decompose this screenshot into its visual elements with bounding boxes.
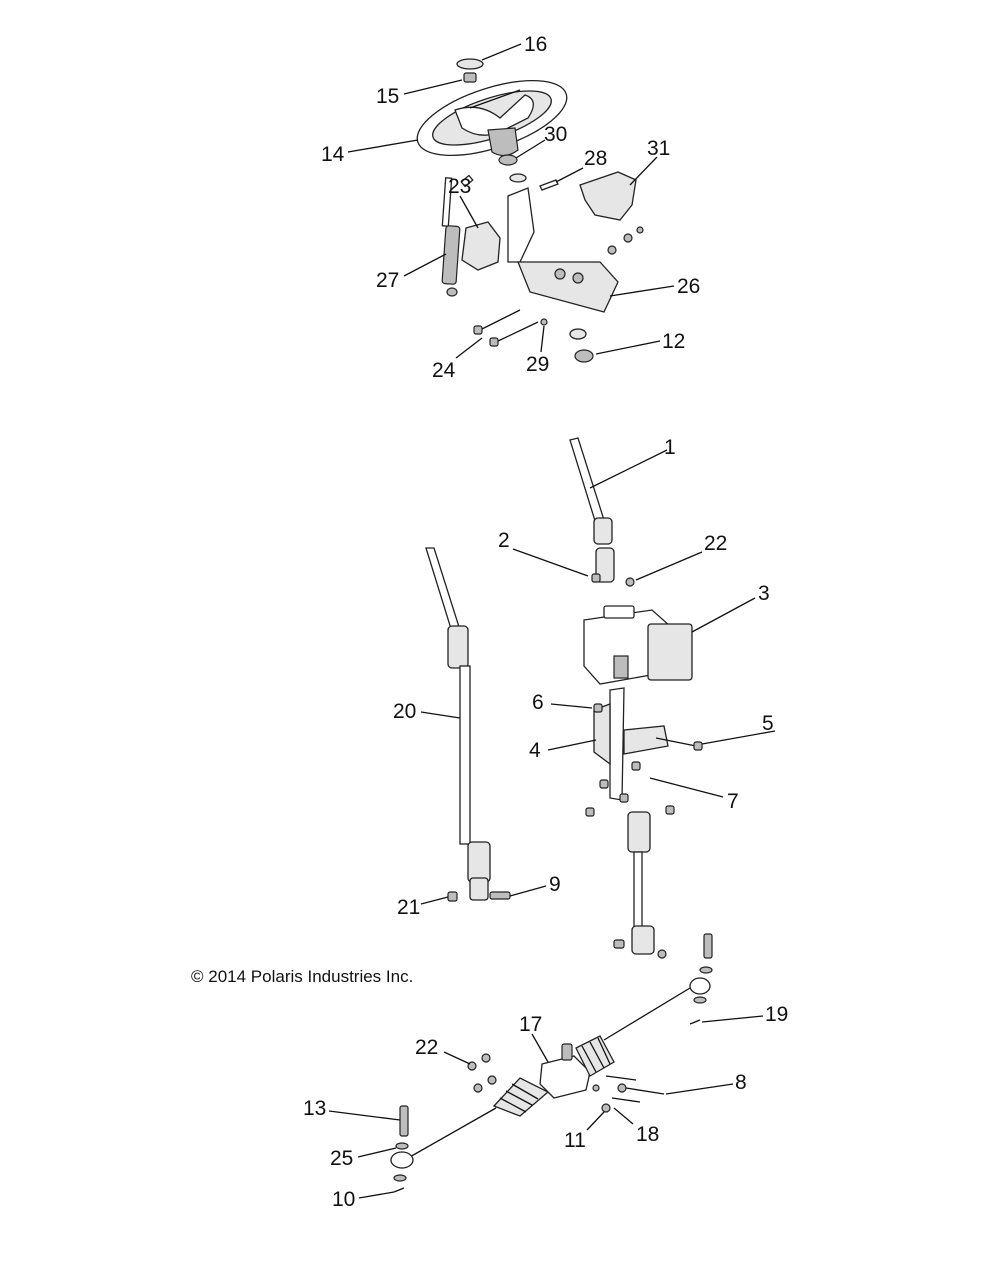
part-22-nut-d bbox=[473, 1083, 483, 1093]
callout-20: 20 bbox=[393, 700, 417, 723]
part-nut-b bbox=[623, 233, 633, 243]
leaders-lower bbox=[328, 1015, 764, 1199]
part-7-bolt-c bbox=[619, 793, 629, 803]
callout-5: 5 bbox=[762, 712, 774, 735]
part-rack-boot-right bbox=[575, 1035, 615, 1077]
part-22-nut bbox=[625, 577, 635, 587]
part-16-cap bbox=[456, 58, 484, 70]
part-31-cover bbox=[579, 171, 637, 221]
part-3-eps-unit bbox=[583, 605, 693, 685]
part-17-rack-housing bbox=[539, 1043, 591, 1099]
part-tie-rod-end-right bbox=[689, 977, 711, 995]
part-bolt-right bbox=[703, 933, 713, 959]
part-22-nut-a bbox=[481, 1053, 491, 1063]
part-30-ring bbox=[509, 173, 527, 183]
part-7-bolt-e bbox=[665, 805, 675, 815]
leaders-upper bbox=[347, 43, 675, 359]
callout-27: 27 bbox=[376, 269, 400, 292]
callout-4: 4 bbox=[529, 739, 541, 762]
callout-19: 19 bbox=[765, 1003, 789, 1026]
part-12-bushing-b bbox=[574, 349, 594, 363]
part-15-nut bbox=[463, 72, 477, 83]
callout-18: 18 bbox=[636, 1123, 660, 1146]
part-nut-c bbox=[636, 226, 644, 234]
part-10-cotter-pin bbox=[393, 1187, 405, 1193]
callout-9: 9 bbox=[549, 873, 561, 896]
callout-1: 1 bbox=[664, 436, 676, 459]
callout-3: 3 bbox=[758, 582, 770, 605]
callout-22-upper: 22 bbox=[704, 532, 728, 555]
part-nut-left bbox=[393, 1174, 407, 1182]
part-28-screw bbox=[539, 179, 559, 191]
callout-31: 31 bbox=[647, 137, 671, 160]
part-11-nut bbox=[601, 1103, 611, 1113]
part-1-upper-shaft bbox=[569, 437, 615, 583]
callout-12: 12 bbox=[662, 330, 686, 353]
part-30-bushing bbox=[498, 154, 518, 166]
callout-23: 23 bbox=[448, 175, 472, 198]
part-12-bushing-a bbox=[569, 328, 587, 340]
part-2-bolt bbox=[591, 573, 601, 583]
callout-22-lower: 22 bbox=[415, 1036, 439, 1059]
callout-8: 8 bbox=[735, 1071, 747, 1094]
part-24-bolts bbox=[473, 309, 539, 347]
callout-26: 26 bbox=[677, 275, 701, 298]
callout-13: 13 bbox=[303, 1097, 327, 1120]
callout-17: 17 bbox=[519, 1013, 543, 1036]
callout-11: 11 bbox=[564, 1129, 586, 1152]
part-14-steering-wheel bbox=[416, 79, 568, 157]
callout-6: 6 bbox=[532, 691, 544, 714]
part-21-nut bbox=[447, 891, 458, 902]
part-22-nut-c bbox=[487, 1075, 497, 1085]
part-8-bolts bbox=[605, 1075, 665, 1103]
steering-rack-assembly bbox=[390, 933, 713, 1193]
callout-28: 28 bbox=[584, 147, 608, 170]
callout-30: 30 bbox=[544, 123, 568, 146]
part-20-long-shaft bbox=[425, 547, 491, 901]
callout-25: 25 bbox=[330, 1147, 354, 1170]
callout-24: 24 bbox=[432, 359, 456, 382]
part-26-column-support bbox=[507, 187, 619, 313]
callout-14: 14 bbox=[321, 143, 345, 166]
copyright-notice: © 2014 Polaris Industries Inc. bbox=[191, 967, 414, 986]
part-29-washer bbox=[540, 318, 548, 326]
part-7-bolt-b bbox=[599, 779, 609, 789]
part-13-bolt bbox=[399, 1105, 409, 1137]
part-tie-rod-end-left bbox=[390, 1151, 414, 1169]
callout-16: 16 bbox=[524, 33, 548, 56]
callout-29: 29 bbox=[526, 353, 550, 376]
part-6-bolt bbox=[593, 703, 603, 713]
part-25-washer bbox=[395, 1142, 409, 1150]
part-23-bracket-cover bbox=[461, 221, 501, 271]
part-washer-right-a bbox=[699, 966, 713, 974]
part-27-gas-strut bbox=[441, 174, 474, 297]
part-nut-a bbox=[607, 245, 617, 255]
callout-15: 15 bbox=[376, 85, 400, 108]
column-and-gearbox bbox=[425, 437, 703, 959]
part-washer-right-b bbox=[693, 996, 707, 1004]
callout-2: 2 bbox=[498, 529, 510, 552]
part-4-bracket bbox=[593, 687, 669, 801]
part-19-cotter-pin bbox=[689, 1019, 701, 1025]
part-lower-intermediate-shaft bbox=[613, 811, 667, 959]
steering-wheel-assembly bbox=[416, 58, 644, 363]
part-7-bolt-a bbox=[631, 761, 641, 771]
part-9-bolt bbox=[489, 891, 511, 900]
part-18-washer bbox=[592, 1084, 600, 1092]
callout-10: 10 bbox=[332, 1188, 356, 1211]
part-7-bolt-d bbox=[585, 807, 595, 817]
callout-7: 7 bbox=[727, 790, 739, 813]
leaders-middle bbox=[420, 449, 776, 905]
part-5-bolt bbox=[693, 741, 703, 751]
callout-21: 21 bbox=[397, 896, 421, 919]
